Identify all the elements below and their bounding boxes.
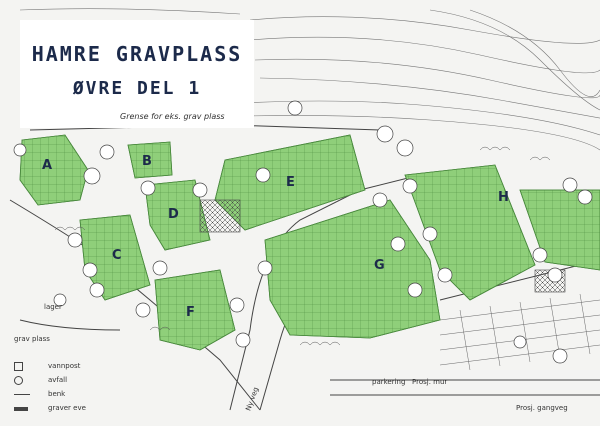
plot-d-grid (144, 179, 211, 251)
plot-e-grid (214, 134, 366, 231)
legend-text: benk (48, 390, 66, 398)
map-title: HAMRE GRAVPLASS (31, 42, 243, 66)
map-legend: vannpost avfall benk graver eve (14, 360, 124, 422)
plot-a-grid (19, 134, 89, 206)
section-label-h: H (498, 190, 509, 205)
plot-b-grid (127, 141, 173, 179)
section-label-f: F (186, 305, 195, 320)
legend-text: vannpost (48, 362, 81, 370)
trees (13, 100, 593, 364)
section-label-g: G (374, 258, 385, 273)
section-label-d: D (168, 207, 179, 222)
plot-g-grid (264, 199, 441, 339)
section-label-c: C (112, 248, 122, 263)
label-gravplass: grav plass (14, 335, 50, 343)
label-road: Prosj. gangveg (516, 404, 568, 412)
circle-icon (14, 376, 23, 385)
plot-c-grid (79, 214, 151, 301)
section-label-a: A (42, 158, 53, 173)
label-lager: lager (44, 303, 62, 311)
legend-text: graver eve (48, 404, 86, 412)
grave-plots (19, 134, 600, 351)
legend-text: avfall (48, 376, 68, 384)
plot-h-grid (404, 164, 536, 301)
section-label-b: B (142, 154, 152, 169)
shrubs (54, 146, 551, 346)
plot-f-grid (154, 269, 236, 351)
hatched-areas (199, 199, 566, 293)
square-icon (14, 362, 23, 371)
legend-row: graver eve (14, 404, 124, 414)
map-subtitle: ØVRE DEL 1 (72, 78, 202, 99)
line-icon (14, 394, 30, 395)
map-title-block: HAMRE GRAVPLASS ØVRE DEL 1 (20, 20, 254, 128)
label-mur: Prosj. mur (412, 378, 448, 386)
section-label-e: E (286, 175, 295, 190)
parking-grid (439, 293, 600, 371)
label-parkering: parkering (372, 378, 406, 386)
boundary-note: Grense for eks. grav plass (120, 112, 225, 121)
legend-row: vannpost (14, 362, 124, 372)
bar-icon (14, 407, 28, 411)
legend-row: avfall (14, 376, 124, 386)
legend-row: benk (14, 390, 124, 400)
